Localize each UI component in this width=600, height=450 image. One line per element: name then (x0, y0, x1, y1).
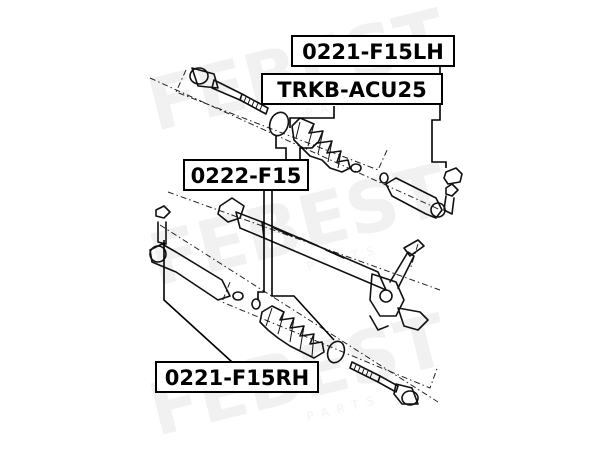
lower-thread-marks (353, 364, 373, 379)
lh-castle-nut (445, 183, 459, 197)
label-box-lh (291, 35, 455, 67)
rh-tie-rod-end-body (149, 243, 231, 301)
upper-rack-boot (291, 117, 351, 173)
label-tie-rod-end-lh: 0221-F15LH (291, 35, 455, 67)
leader-boot-kit-boot (299, 141, 319, 160)
lower-boot-body (259, 305, 325, 359)
lower-small-clips (232, 291, 261, 310)
upper-boot-body (291, 117, 351, 173)
lower-boot-folds (265, 307, 315, 357)
label-box-tie-rod (183, 159, 309, 191)
upper-thread-marks (243, 96, 263, 111)
label-text-lh: 0221-F15LH (302, 40, 444, 64)
rh-stud (157, 221, 167, 245)
upper-inner-tie-rod (189, 67, 269, 115)
label-tie-rod: 0222-F15 (183, 159, 309, 191)
upper-small-clips (350, 163, 389, 184)
lower-clip (251, 298, 261, 310)
lower-nut (232, 291, 244, 301)
tie-rod-end-lh-drawing (385, 167, 463, 219)
tie-rod-end-rh-drawing (149, 205, 231, 301)
lh-tie-rod-end-body (385, 177, 443, 219)
leader-boot-kit-upper (289, 106, 335, 128)
label-text-tie-rod: 0222-F15 (191, 164, 302, 188)
rack-gear-hole (379, 289, 393, 303)
label-tie-rod-end-rh: 0221-F15RH (155, 361, 319, 393)
steering-rack-housing (217, 197, 429, 331)
leader-boot-kit-ring (275, 136, 287, 160)
label-text-boot-kit: TRKB-ACU25 (277, 78, 426, 102)
label-rack-boot-kit: TRKB-ACU25 (261, 73, 443, 105)
upper-axis-line (149, 77, 446, 213)
lower-rack-boot (259, 305, 325, 359)
lower-dash-frame (221, 281, 439, 389)
pinion-top (403, 239, 425, 257)
label-text-rh: 0221-F15RH (165, 366, 309, 390)
upper-clip-1 (350, 163, 362, 173)
rh-top-nut (155, 205, 171, 219)
upper-tie-rod-thread (239, 93, 269, 115)
lower-tie-rod-ball (401, 390, 419, 406)
lower-inner-tie-rod (349, 361, 419, 406)
lower-tie-rod-shaft (377, 375, 399, 393)
pinion-shaft (389, 251, 415, 289)
lh-stud (443, 195, 455, 215)
rack-right-end (397, 307, 429, 331)
leader-rh (163, 240, 233, 363)
lower-clamp-ring (326, 340, 346, 364)
upper-nut (379, 172, 389, 184)
lh-top-nut (443, 167, 463, 185)
rack-left-end (217, 197, 245, 223)
label-box-rh (155, 361, 319, 393)
leader-lh (431, 64, 447, 168)
upper-clamp-ring (268, 111, 290, 137)
label-box-boot-kit (261, 73, 443, 105)
upper-tie-rod-ball (189, 67, 209, 85)
lower-tie-rod-joint (393, 383, 419, 405)
rack-gear-housing (369, 273, 405, 317)
upper-boot-folds (295, 121, 342, 169)
leader-tie-rod-down-1 (257, 190, 265, 300)
upper-dash-frame (175, 69, 389, 171)
leader-lines (163, 64, 447, 363)
rack-axis-line (167, 191, 441, 291)
rack-tube (261, 221, 387, 291)
upper-tie-rod-joint (191, 67, 219, 89)
leader-tie-rod-down-2 (271, 190, 335, 341)
rack-lower-bracket (369, 315, 389, 331)
rh-ball-joint (149, 245, 167, 263)
rack-tube-detail (273, 227, 345, 259)
